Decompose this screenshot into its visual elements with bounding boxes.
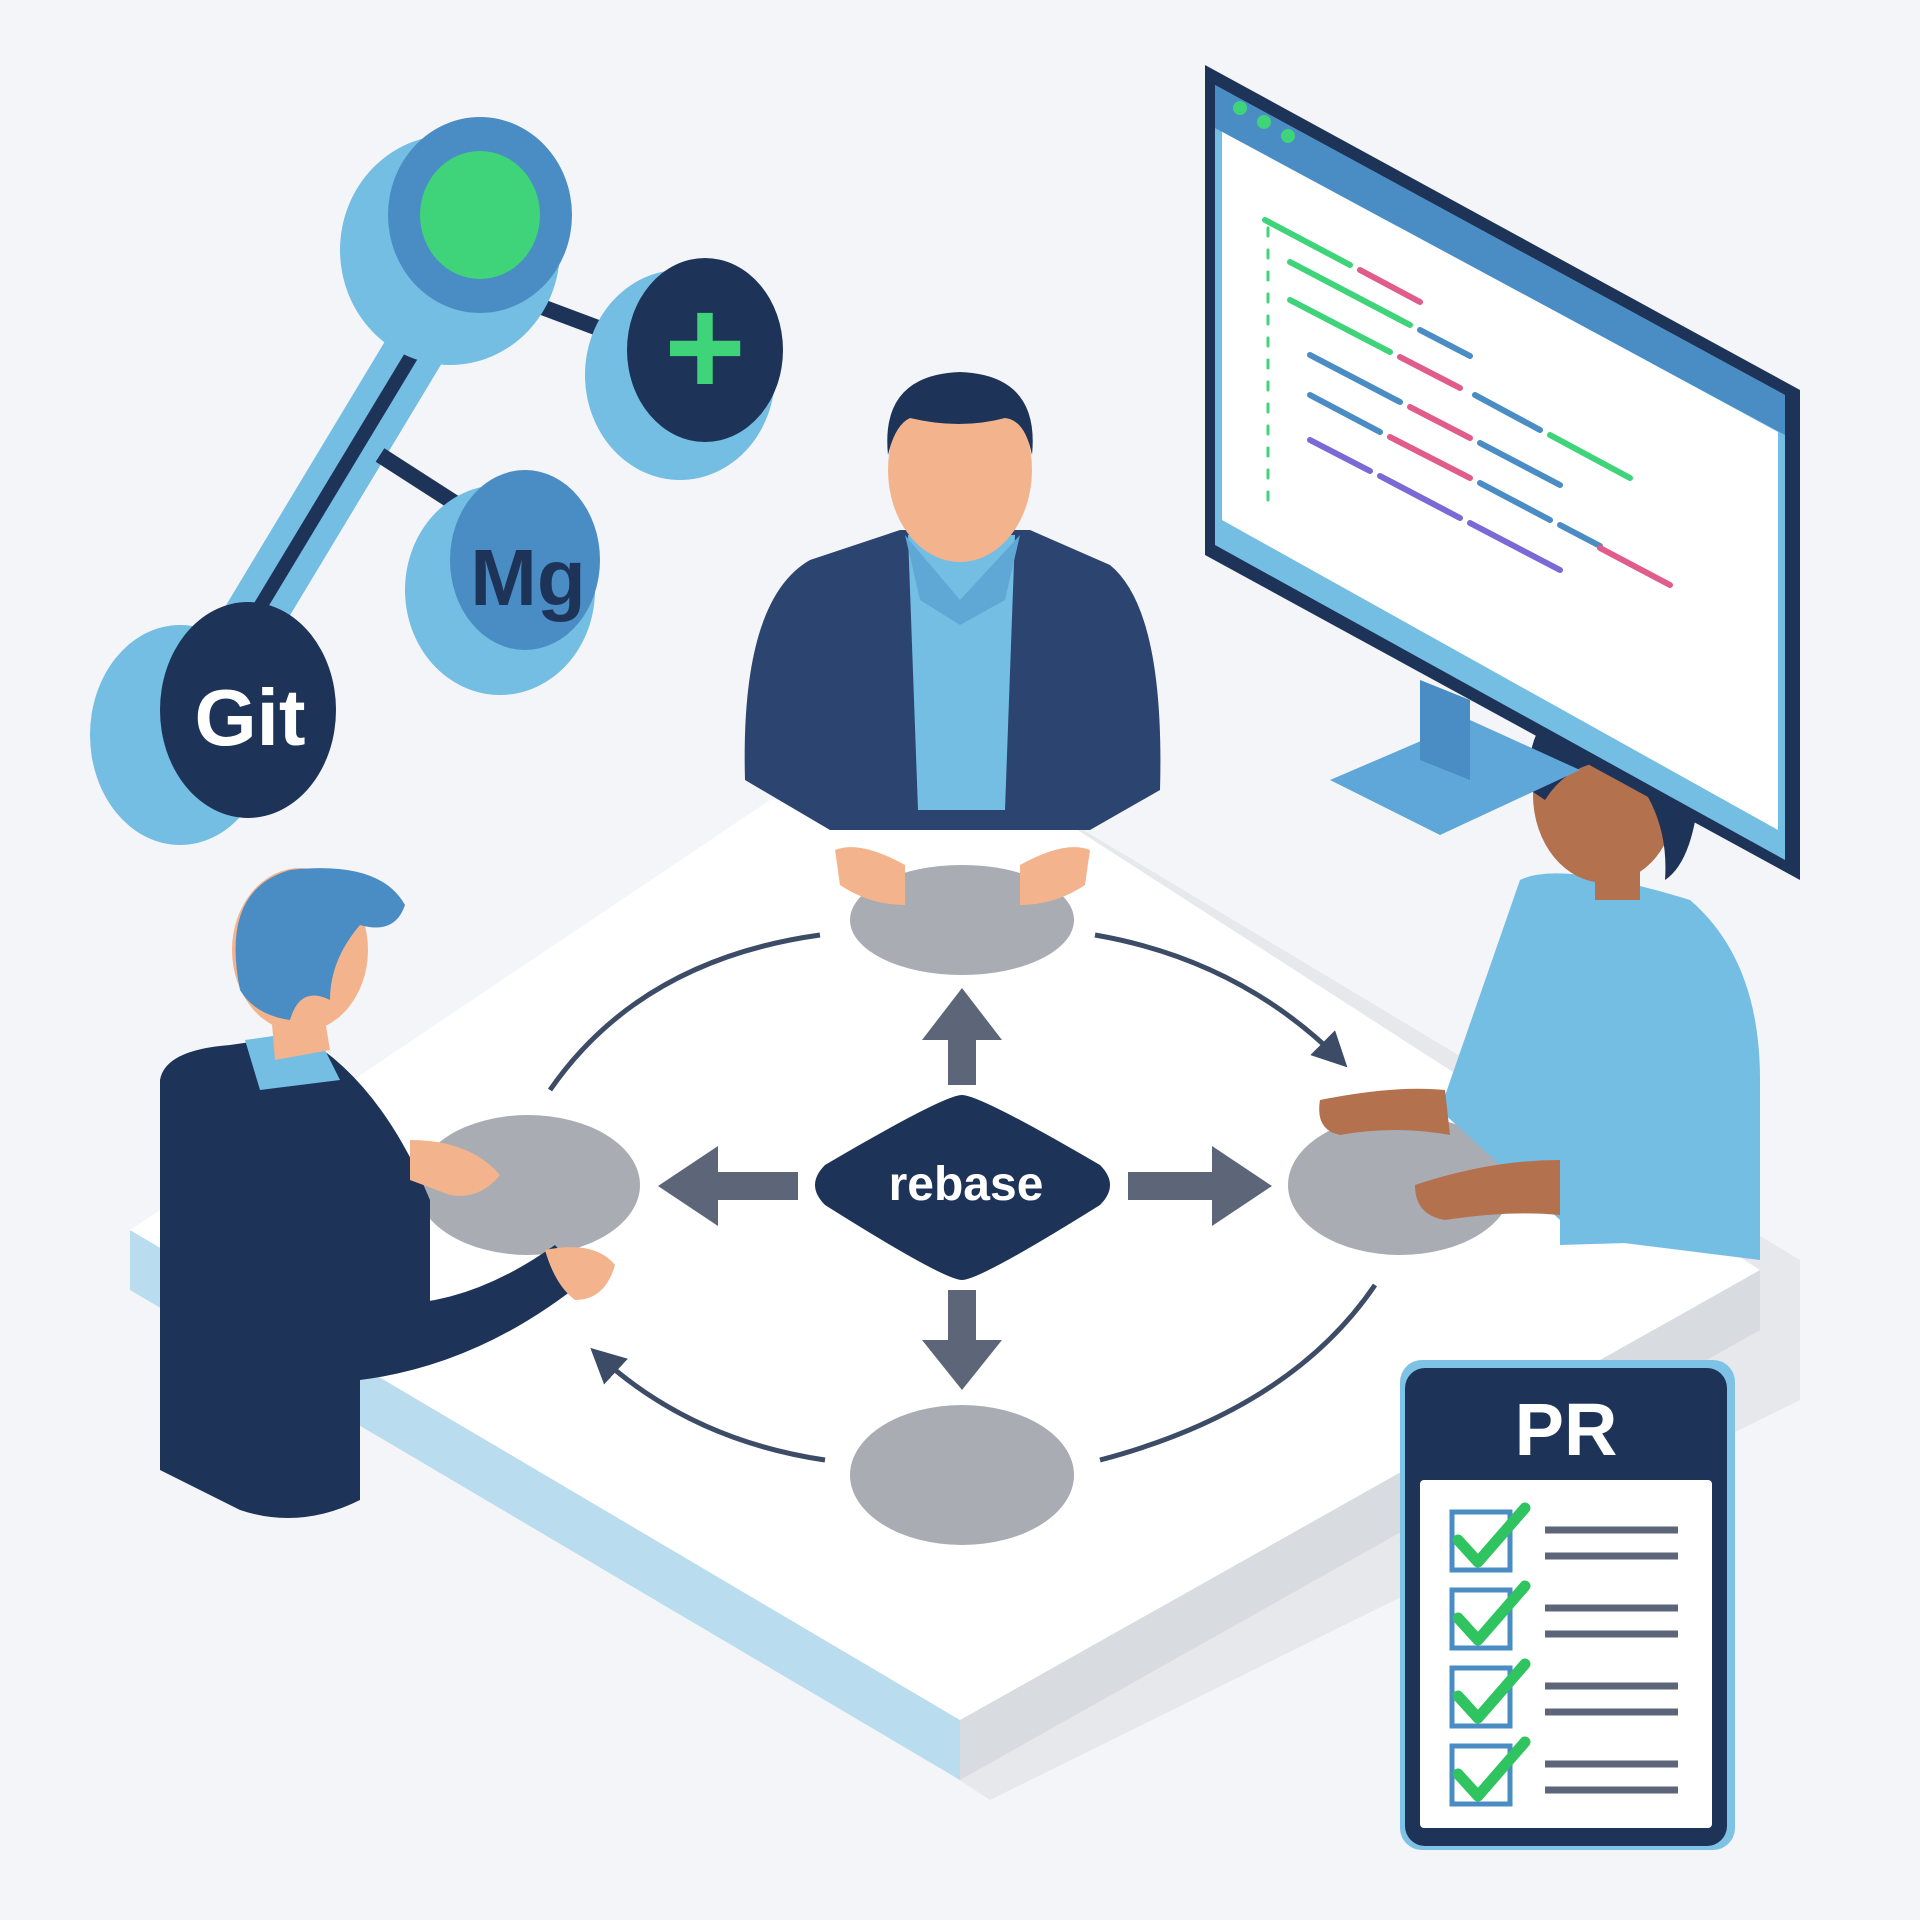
- git-node-add: +: [585, 258, 783, 480]
- cycle-arc-top-right: [1094, 932, 1348, 1068]
- disc-bottom: [850, 1405, 1074, 1545]
- check-icon: [1452, 1502, 1531, 1568]
- rebase-label: rebase: [889, 1158, 1044, 1211]
- checklist-item: [1449, 1580, 1678, 1651]
- rebase-diamond: rebase: [815, 1095, 1110, 1280]
- checklist-item: [1449, 1736, 1678, 1807]
- git-node-git: Git: [90, 602, 336, 845]
- checklist-icon: [1449, 1502, 1678, 1807]
- person-left: [160, 868, 615, 1518]
- person-left-body: [160, 1035, 430, 1518]
- pr-card-title: PR: [1515, 1388, 1618, 1471]
- checklist-item: [1449, 1502, 1678, 1573]
- rebase-cycle-diagram: rebase: [416, 865, 1512, 1545]
- disc-top: [850, 865, 1074, 975]
- disc-left: [416, 1115, 640, 1255]
- git-node-merge: Mg: [405, 470, 600, 695]
- person-top: [744, 372, 1161, 905]
- git-node-commit: [340, 117, 572, 365]
- cycle-arc-bottom-right: [1099, 1283, 1378, 1463]
- person-left-hair: [235, 868, 405, 1020]
- person-top-hair: [887, 372, 1033, 455]
- check-icon: [1452, 1580, 1531, 1646]
- pr-checklist-card: PR: [1400, 1360, 1735, 1850]
- git-node-git-label: Git: [194, 673, 305, 762]
- check-icon: [1452, 1736, 1531, 1802]
- git-node-add-symbol: +: [664, 268, 746, 425]
- git-graph-icon: + Mg Git: [90, 117, 783, 845]
- checklist-item: [1449, 1658, 1678, 1729]
- disc-right: [1288, 1115, 1512, 1255]
- arrow-icon: [658, 988, 1272, 1390]
- check-icon: [1452, 1658, 1531, 1724]
- monitor-icon: [1205, 65, 1800, 880]
- person-top-face: [888, 378, 1032, 562]
- cycle-arc-bottom-left: [590, 1347, 826, 1463]
- code-lines: [1262, 217, 1673, 588]
- cycle-arc-top-left: [547, 932, 821, 1092]
- git-node-merge-label: Mg: [470, 533, 586, 622]
